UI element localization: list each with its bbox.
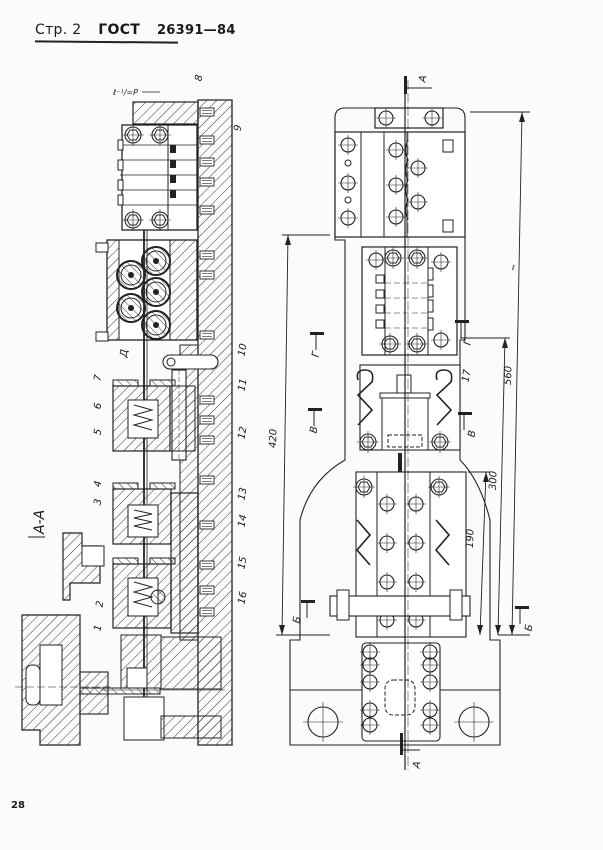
svg-text:300: 300 (488, 471, 500, 490)
svg-text:А: А (411, 760, 423, 770)
svg-text:Г: Г (463, 337, 475, 346)
svg-text:ℓ⁻¹/=P: ℓ⁻¹/=P (112, 88, 138, 97)
section-label-AA: А-А (32, 510, 48, 535)
standard-number: 26391—84 (156, 23, 236, 38)
plan-view-labels: А А Г Г В В Б Б 420 560 300 190 17 ℓ (268, 74, 536, 770)
svg-text:190: 190 (465, 529, 477, 548)
svg-text:560: 560 (503, 366, 515, 385)
page-number: 28 (11, 800, 25, 811)
svg-text:1: 1 (93, 624, 105, 632)
svg-text:17: 17 (461, 368, 474, 383)
svg-text:12: 12 (237, 426, 250, 440)
plan-view-right (276, 76, 530, 770)
svg-text:3: 3 (93, 498, 105, 506)
svg-text:6: 6 (93, 402, 105, 410)
page-header: Стр. 2 ГОСТ 26391—84 (35, 22, 236, 38)
svg-text:Г: Г (311, 349, 323, 358)
svg-text:А: А (417, 74, 429, 84)
svg-text:15: 15 (237, 556, 250, 570)
svg-text:8: 8 (194, 74, 206, 82)
section-view-left (15, 99, 233, 746)
svg-text:9: 9 (233, 124, 245, 132)
standard-label: ГОСТ (98, 22, 141, 38)
svg-text:5: 5 (93, 428, 105, 436)
svg-text:Д: Д (118, 348, 130, 359)
svg-text:14: 14 (237, 514, 250, 528)
svg-text:В: В (467, 429, 479, 438)
svg-text:7: 7 (93, 373, 105, 382)
svg-text:11: 11 (237, 378, 250, 392)
svg-text:2: 2 (95, 600, 107, 608)
svg-text:10: 10 (237, 343, 250, 357)
svg-text:ℓ: ℓ (511, 264, 515, 272)
svg-text:4: 4 (93, 480, 105, 488)
page-label: Стр. 2 (35, 22, 82, 38)
svg-text:Б: Б (524, 623, 536, 632)
svg-text:В: В (309, 425, 321, 434)
svg-text:Б: Б (292, 615, 304, 624)
svg-text:16: 16 (237, 591, 250, 605)
part-callouts: А-А 8 9 10 11 12 13 14 15 16 7 6 5 4 3 2… (28, 74, 250, 632)
svg-text:420: 420 (268, 429, 280, 448)
svg-text:13: 13 (237, 487, 250, 501)
